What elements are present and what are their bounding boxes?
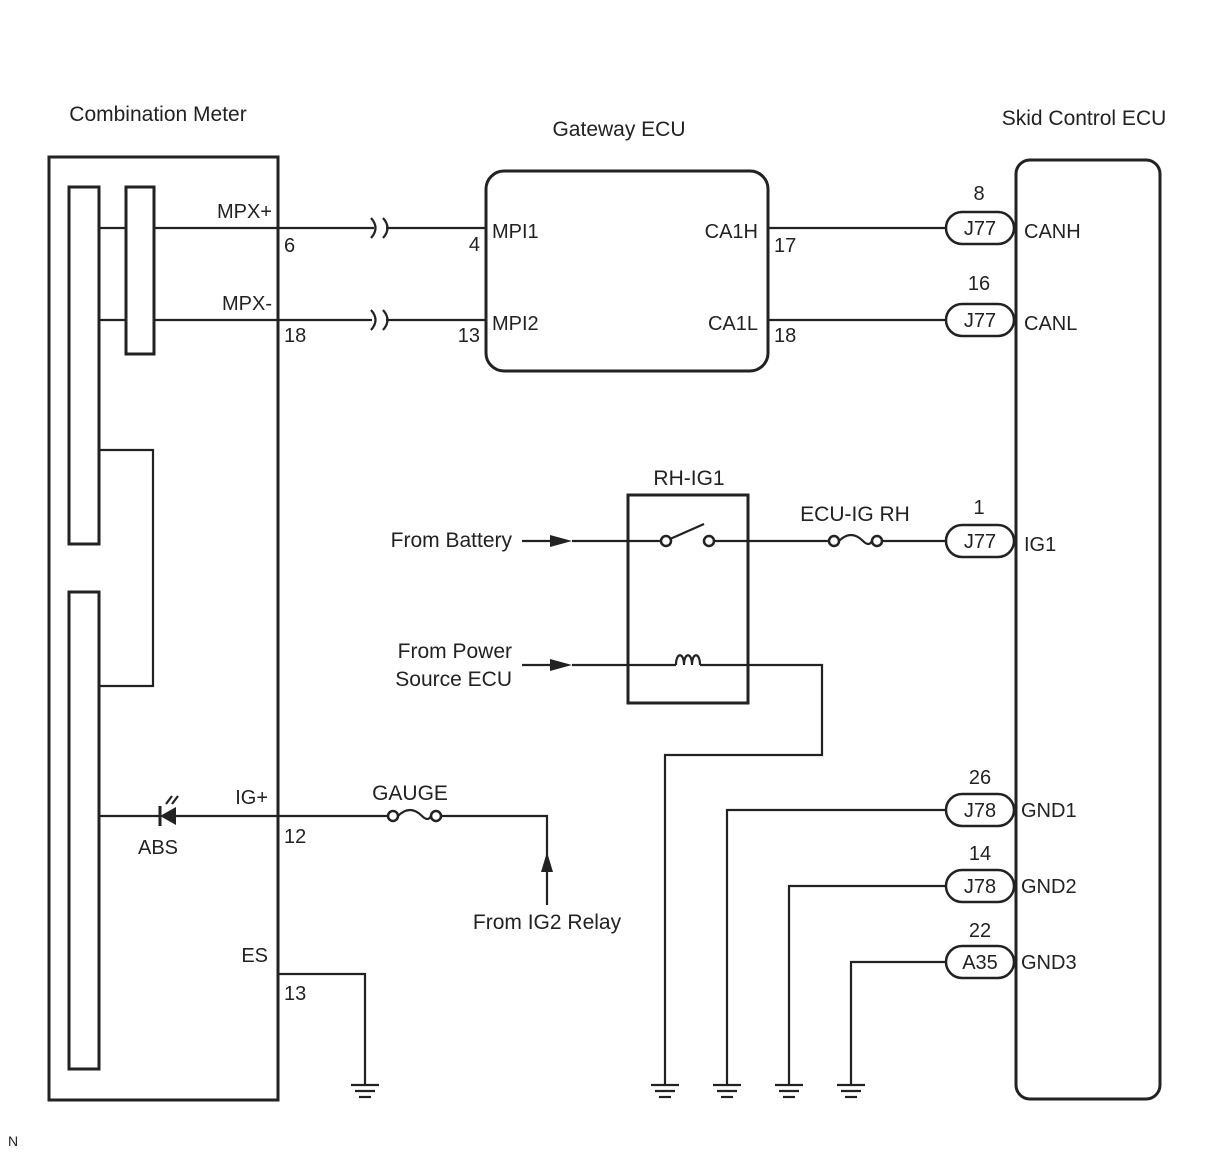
mpi1-pin: 4	[469, 234, 480, 256]
abs-label: ABS	[138, 837, 178, 859]
skid-control-ecu-title: Skid Control ECU	[1002, 107, 1167, 130]
es-label: ES	[241, 945, 268, 967]
ca1l-label: CA1L	[708, 313, 758, 335]
ig-plus-label: IG+	[235, 787, 268, 809]
mpx-minus-pin: 18	[284, 325, 306, 347]
relay-label: RH-IG1	[653, 467, 724, 490]
canl-label: CANL	[1024, 313, 1077, 335]
combination-meter-title: Combination Meter	[69, 103, 246, 126]
wire-break-symbol	[370, 217, 389, 239]
gnd1-label: GND1	[1021, 800, 1077, 822]
mpx-plus-label: MPX+	[217, 201, 272, 223]
gateway-ecu-title: Gateway ECU	[552, 118, 685, 141]
fuse-terminal	[429, 809, 443, 823]
arrow-right-icon	[550, 659, 572, 671]
battery-source: From Battery	[391, 529, 513, 552]
ig-plus-pin: 12	[284, 826, 306, 848]
switch-contact	[659, 534, 673, 548]
meter-internal-block-lower	[67, 590, 101, 1071]
arrow-up-icon	[541, 852, 553, 872]
mpx-plus-pin: 6	[284, 235, 295, 257]
ig1-label: IG1	[1024, 534, 1056, 556]
ca1h-pin: 17	[774, 235, 796, 257]
connector-j77-canl	[944, 302, 1016, 338]
relay-coil-ground-wire	[663, 663, 824, 1085]
fuse-icon	[838, 533, 873, 546]
gnd2-wire	[787, 884, 946, 1085]
mpx-minus-label: MPX-	[222, 293, 272, 315]
es-ground-wire	[278, 972, 367, 1085]
corner-mark: N	[8, 1133, 18, 1149]
gnd1-connector: J78	[964, 800, 996, 822]
combination-meter-box	[47, 155, 280, 1102]
es-pin: 13	[284, 983, 306, 1005]
ig2-relay-source: From IG2 Relay	[473, 911, 622, 934]
wire-break-symbol	[370, 309, 389, 331]
meter-communication-block	[124, 185, 156, 356]
canh-connector: J77	[964, 218, 996, 240]
relay-coil-icon	[674, 654, 702, 666]
canh-label: CANH	[1024, 221, 1081, 243]
connector-j77-ig1	[944, 523, 1016, 559]
connector-j77-canh	[944, 210, 1016, 246]
arrow-right-icon	[550, 535, 572, 547]
gnd3-pin: 22	[969, 920, 991, 942]
gnd3-wire	[849, 960, 946, 1085]
gnd3-connector: A35	[962, 952, 998, 974]
gnd1-pin: 26	[969, 767, 991, 789]
canl-pin: 16	[968, 273, 990, 295]
meter-internal-link	[99, 448, 155, 688]
gnd3-label: GND3	[1021, 952, 1077, 974]
light-emission-icon	[165, 795, 179, 805]
power-source-label-line1: From Power	[398, 640, 512, 663]
gateway-ecu-box	[484, 169, 770, 373]
canh-pin: 8	[973, 183, 984, 205]
ig1-connector: J77	[964, 531, 996, 553]
gauge-supply-wire	[441, 814, 549, 856]
ca1h-label: CA1H	[705, 221, 758, 243]
gnd2-label: GND2	[1021, 876, 1077, 898]
fuse-terminal	[870, 534, 884, 548]
relay-box	[626, 493, 750, 705]
gnd1-wire	[725, 808, 946, 1085]
gauge-fuse-label: GAUGE	[372, 782, 448, 805]
fuse-icon	[397, 808, 432, 821]
ground-icon	[775, 1083, 803, 1099]
switch-contact	[702, 534, 716, 548]
skid-control-ecu-box	[1014, 158, 1162, 1101]
ground-icon	[713, 1083, 741, 1099]
ground-icon	[351, 1083, 379, 1099]
mpi2-label: MPI2	[492, 313, 539, 335]
relay-switch-icon	[669, 522, 705, 541]
mpi1-label: MPI1	[492, 221, 539, 243]
ecu-ig-rh-fuse-label: ECU-IG RH	[800, 503, 910, 526]
canl-connector: J77	[964, 310, 996, 332]
meter-internal-block-upper	[67, 185, 101, 546]
fuse-terminal	[827, 534, 841, 548]
gnd2-pin: 14	[969, 843, 991, 865]
power-source-label-line2: Source ECU	[395, 668, 512, 691]
fuse-terminal	[386, 809, 400, 823]
gnd2-connector: J78	[964, 876, 996, 898]
ca1l-pin: 18	[774, 325, 796, 347]
ig1-pin: 1	[973, 497, 984, 519]
led-icon	[160, 807, 176, 825]
mpi2-pin: 13	[458, 325, 480, 347]
ground-icon	[651, 1083, 679, 1099]
ground-icon	[837, 1083, 865, 1099]
